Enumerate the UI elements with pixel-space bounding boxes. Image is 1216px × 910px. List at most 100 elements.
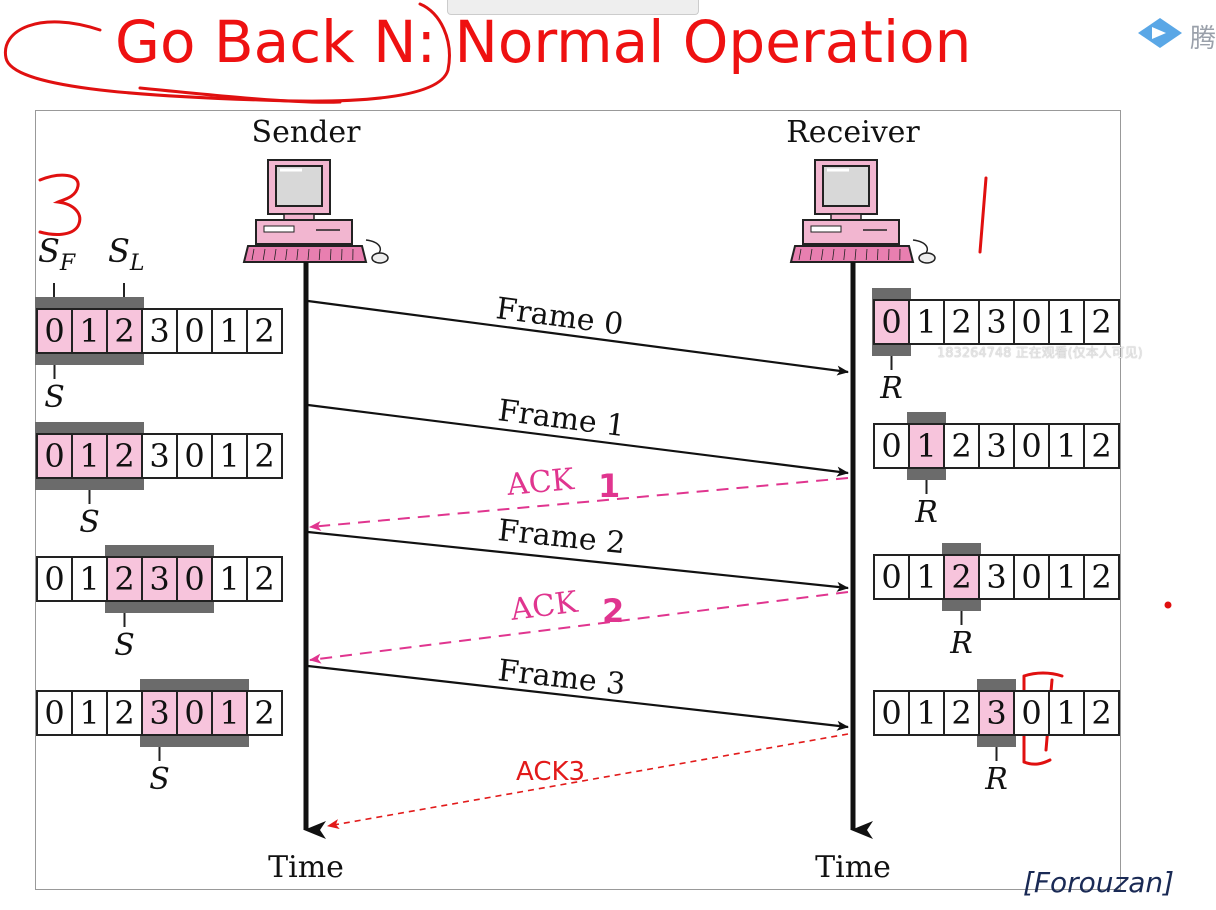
window-size-1-annotation <box>978 176 988 254</box>
receiver-label: Receiver <box>786 115 920 150</box>
frame-label: Frame 3 <box>496 653 627 702</box>
sender-strip-seq-number: 2 <box>254 560 274 598</box>
frame-arrow <box>307 664 849 731</box>
sender-time-label: Time <box>268 850 344 885</box>
receiver-strip-seq-number: 0 <box>1021 303 1041 341</box>
receiver-strip-seq-number: 2 <box>1091 427 1111 465</box>
receiver-strip-seq-number: 2 <box>1091 694 1111 732</box>
receiver-strip-seq-number: 1 <box>1056 558 1076 596</box>
sender-strip-cell <box>141 556 178 602</box>
ack-arrow <box>309 591 849 664</box>
receiver-strip-seq-number: 0 <box>881 303 901 341</box>
receiver-strip-seq-number: 3 <box>986 427 1006 465</box>
receiver-time-label: Time <box>815 850 891 885</box>
sender-strip-seq-number: 0 <box>184 437 204 475</box>
sender-strip-seq-number: 0 <box>44 312 64 350</box>
sender-strip-seq-number: 3 <box>149 312 169 350</box>
sender-strip-seq-number: 0 <box>184 694 204 732</box>
receiver-strip-cell <box>873 554 910 600</box>
sender-strip-cell <box>71 433 108 479</box>
message-3: Frame 2 <box>307 513 849 592</box>
receiver-strip-cell <box>1013 423 1050 469</box>
sender-strip-seq-number: 0 <box>184 560 204 598</box>
sender-strip-seq-number: 2 <box>254 437 274 475</box>
red-dot-annotation <box>1164 601 1172 609</box>
sf-label: SF <box>38 232 76 276</box>
message-1: Frame 1 <box>307 393 849 477</box>
receiver-strip-seq-number: 2 <box>1091 303 1111 341</box>
ack-label: ACK3 <box>516 757 585 787</box>
receiver-strip-cell <box>1083 423 1120 469</box>
receiver-strip-seq-number: 3 <box>986 558 1006 596</box>
sender-strip-seq-number: 1 <box>79 694 99 732</box>
receiver-strip-seq-number: 2 <box>951 558 971 596</box>
sender-strip-seq-number: 2 <box>114 312 134 350</box>
top-toolbar-strip[interactable] <box>447 0 699 15</box>
receiver-strip-seq-number: 1 <box>916 694 936 732</box>
sender-strip-seq-number: 0 <box>184 312 204 350</box>
sl-label: SL <box>108 232 145 276</box>
sender-strip-cell <box>246 690 283 736</box>
sender-strip-seq-number: 2 <box>114 560 134 598</box>
receiver-computer-icon <box>789 159 936 264</box>
ack-label: ACK <box>505 462 577 503</box>
message-5: Frame 3 <box>307 653 849 731</box>
receiver-strip-cell <box>1048 690 1085 736</box>
ack-number: 2 <box>602 592 624 630</box>
sender-strip-seq-number: 3 <box>149 694 169 732</box>
receiver-strip-cell <box>908 690 945 736</box>
receiver-strip-cell <box>1083 690 1120 736</box>
app-logo-text: 腾 <box>1190 24 1216 54</box>
ack-number: 1 <box>598 467 620 505</box>
message-0: Frame 0 <box>307 291 849 376</box>
receiver-strip-cell <box>943 690 980 736</box>
sender-strip-cell <box>71 556 108 602</box>
sender-strip-seq-number: 2 <box>114 694 134 732</box>
sender-strip-cell <box>176 556 213 602</box>
sender-strip-cell <box>211 308 248 354</box>
frame-arrow <box>307 530 849 592</box>
sender-computer-icon <box>242 159 389 264</box>
window-size-3-annotation <box>38 173 82 236</box>
sender-strip-cell <box>176 308 213 354</box>
receiver-strip-cell <box>873 423 910 469</box>
sender-strip-seq-number: 3 <box>149 437 169 475</box>
receiver-strip-seq-number: 0 <box>881 558 901 596</box>
sender-strip-seq-number: 2 <box>254 694 274 732</box>
sender-pointer-label: S <box>114 628 135 663</box>
sender-strip-seq-number: 0 <box>44 437 64 475</box>
sender-label: Sender <box>252 115 362 150</box>
ack-arrow <box>309 477 849 531</box>
receiver-strip-seq-number: 1 <box>1056 427 1076 465</box>
page-title: Go Back N: Normal Operation <box>115 8 972 76</box>
window-pointer-labels: SF SL <box>38 232 145 276</box>
receiver-strip-seq-number: 1 <box>916 427 936 465</box>
sender-strip-cell <box>106 308 143 354</box>
sender-strip-seq-number: 0 <box>44 560 64 598</box>
receiver-strip-seq-number: 1 <box>916 303 936 341</box>
receiver-strip-cell <box>908 423 945 469</box>
receiver-strip-seq-number: 0 <box>1021 427 1041 465</box>
ack-arrow <box>327 733 849 830</box>
sender-strip-seq-number: 2 <box>114 437 134 475</box>
receiver-strip-seq-number: 1 <box>916 558 936 596</box>
sender-strip-cell <box>211 556 248 602</box>
receiver-pointer-label: R <box>879 371 903 406</box>
sender-strip-seq-number: 1 <box>79 437 99 475</box>
sender-strip-seq-number: 1 <box>219 560 239 598</box>
receiver-pointer-label: R <box>949 626 973 661</box>
receiver-strip-cell <box>908 299 945 345</box>
receiver-strip-cell <box>978 423 1015 469</box>
receiver-strip-seq-number: 2 <box>1091 558 1111 596</box>
sender-strip-cell <box>106 690 143 736</box>
sender-strip-cell <box>246 433 283 479</box>
receiver-strip-seq-number: 0 <box>1021 694 1041 732</box>
sender-strip-seq-number: 1 <box>79 560 99 598</box>
receiver-strip-seq-number: 0 <box>1021 558 1041 596</box>
